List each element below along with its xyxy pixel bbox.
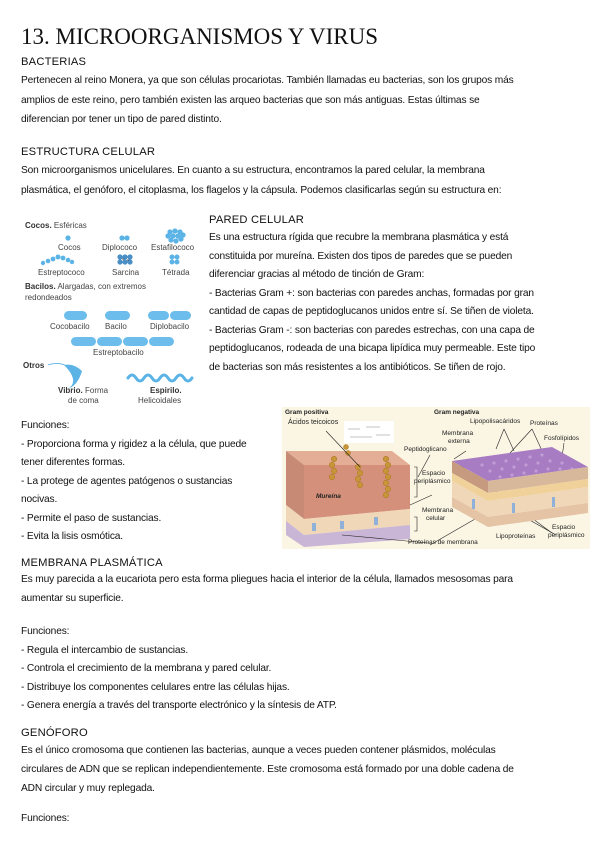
heading-bacterias: BACTERIAS (21, 56, 87, 68)
label-diplococo: Diplococo (102, 243, 138, 252)
label-otros: Otros (23, 361, 45, 370)
list-item: - Regula el intercambio de sustancias. (21, 644, 189, 656)
list-item: - Genera energía a través del transporte… (21, 700, 337, 711)
text-line: plasmática, el genóforo, el citoplasma, … (21, 184, 502, 196)
text-line: amplios de este reino, pero también exis… (21, 94, 480, 106)
label-sarcina: Sarcina (112, 268, 140, 277)
functions-label: Funciones: (21, 420, 70, 431)
text-line: Pertenecen al reino Monera, ya que son c… (21, 75, 514, 86)
gram-wall-illustration (286, 421, 588, 547)
text-line: diferenciar gracias al método de tinción… (209, 269, 425, 280)
label-cocos: Cocos. Esféricas (25, 221, 87, 230)
functions-label: Funciones: (21, 626, 70, 637)
list-item: nocivas. (21, 494, 58, 505)
text-line: - Bacterias Gram +: son bacterias con pa… (209, 287, 534, 299)
heading-genoforo: GENÓFORO (21, 727, 88, 739)
list-item: - Proporciona forma y rigidez a la célul… (21, 438, 247, 450)
label-membrana-celular-b: celular (426, 515, 446, 522)
label-acidos-teicoicos: Ácidos teicoicos (288, 419, 339, 426)
list-funciones-pared: Funciones: - Proporciona forma y rigidez… (21, 417, 247, 547)
paragraph-membrana: Es muy parecida a la eucariota pero esta… (21, 571, 513, 608)
text-line: - Bacterias Gram -: son bacterias con pa… (209, 324, 535, 336)
label-vibrio-sub: de coma (68, 396, 99, 405)
text-line: constituida por mureína. Existen dos tip… (209, 250, 513, 262)
label-bacilos-sub: redondeados (25, 293, 72, 302)
bacteria-shapes-illustration (40, 228, 194, 389)
label-proteinas-membrana: Proteínas de membrana (408, 539, 478, 546)
text-line: Es una estructura rígida que recubre la … (209, 232, 509, 243)
gram-wall-figure: Gram positiva Ácidos teicoicos Mureína P… (282, 407, 590, 549)
functions-label-genoforo: Funciones: (21, 813, 70, 824)
label-vibrio: Vibrio. Forma (58, 386, 109, 395)
label-membrana-externa: Membrana (442, 430, 474, 437)
label-espirilo-sub: Helicoidales (138, 396, 182, 405)
text-line: aumentar su superficie. (21, 592, 124, 604)
label-fosfolipidos: Fosfolípidos (544, 435, 580, 442)
label-bacilos: Bacilos. Alargadas, con extremos (25, 282, 146, 291)
paragraph-genoforo: Es el único cromosoma que contienen las … (21, 741, 514, 798)
label-lipoproteinas: Lipoproteínas (496, 533, 536, 540)
label-diplobacilo: Diplobacilo (150, 322, 190, 331)
label-mureina: Mureína (316, 493, 341, 500)
text-line: circulares de ADN que se replican indepe… (21, 764, 514, 775)
label-proteinas: Proteínas (530, 420, 558, 427)
list-item: - Permite el paso de sustancias. (21, 512, 162, 524)
label-estreptobacilo: Estreptobacilo (93, 348, 144, 357)
page-title: 13. MICROORGANISMOS Y VIRUS (21, 24, 378, 49)
label-espacio-periplasmico-2b: periplásmico (548, 532, 585, 539)
list-funciones-membrana: Funciones: - Regula el intercambio de su… (21, 623, 337, 716)
text-line: Son microorganismos unicelulares. En cua… (21, 165, 485, 176)
text-line: cantidad de capas de peptidoglucanos uni… (209, 306, 534, 317)
label-cocobacilo: Cocobacilo (50, 322, 90, 331)
paragraph-bacterias: Pertenecen al reino Monera, ya que son c… (21, 71, 514, 130)
list-item: tener diferentes formas. (21, 457, 125, 468)
list-item: - Evita la lisis osmótica. (21, 531, 123, 542)
label-gram-positiva: Gram positiva (285, 409, 329, 416)
text-line: peptidoglucanos, rodeada de una bicapa l… (209, 343, 536, 354)
label-tetrada: Tétrada (162, 268, 190, 277)
label-estafilococo: Estafilococo (151, 243, 195, 252)
list-item: - Controla el crecimiento de la membrana… (21, 663, 272, 674)
heading-pared-celular: PARED CELULAR (209, 214, 305, 226)
text-line: diferencian por tener un tipo de pared d… (21, 114, 222, 125)
text-line: Es el único cromosoma que contienen las … (21, 745, 496, 756)
paragraph-estructura: Son microorganismos unicelulares. En cua… (21, 161, 502, 200)
list-item: - Distribuye los componentes celulares e… (21, 681, 290, 693)
text-line: ADN circular y muy replegada. (21, 783, 155, 794)
heading-estructura-celular: ESTRUCTURA CELULAR (21, 146, 156, 158)
text-line: Es muy parecida a la eucariota pero esta… (21, 574, 513, 585)
label-gram-negativa: Gram negativa (434, 409, 480, 416)
label-espirilo: Espirilo. (150, 386, 182, 395)
text-line: de bacterias son más resistentes a los a… (209, 361, 506, 373)
bacteria-shapes-figure: Cocos. Esféricas Cocos Diplococo Estafil… (20, 216, 206, 411)
heading-membrana-plasmatica: MEMBRANA PLASMÁTICA (21, 557, 163, 569)
label-lipopolisacaridos: Lipopolisacáridos (470, 418, 521, 425)
label-peptidoglicano: Peptidoglicano (404, 446, 447, 453)
paragraph-pared-celular: Es una estructura rígida que recubre la … (209, 229, 535, 377)
label-coco: Cocos (58, 243, 81, 252)
label-bacilo: Bacilo (105, 322, 127, 331)
label-estreptococo: Estreptococo (38, 268, 85, 277)
label-espacio-periplasmico-2: Espacio (552, 524, 576, 531)
list-item: - La protege de agentes patógenos o sust… (21, 475, 233, 487)
label-membrana-externa-b: externa (448, 438, 470, 445)
label-espacio-periplasmico-1b: periplásmico (414, 478, 451, 485)
label-membrana-celular: Membrana (422, 507, 454, 514)
label-espacio-periplasmico-1: Espacio (422, 470, 446, 477)
